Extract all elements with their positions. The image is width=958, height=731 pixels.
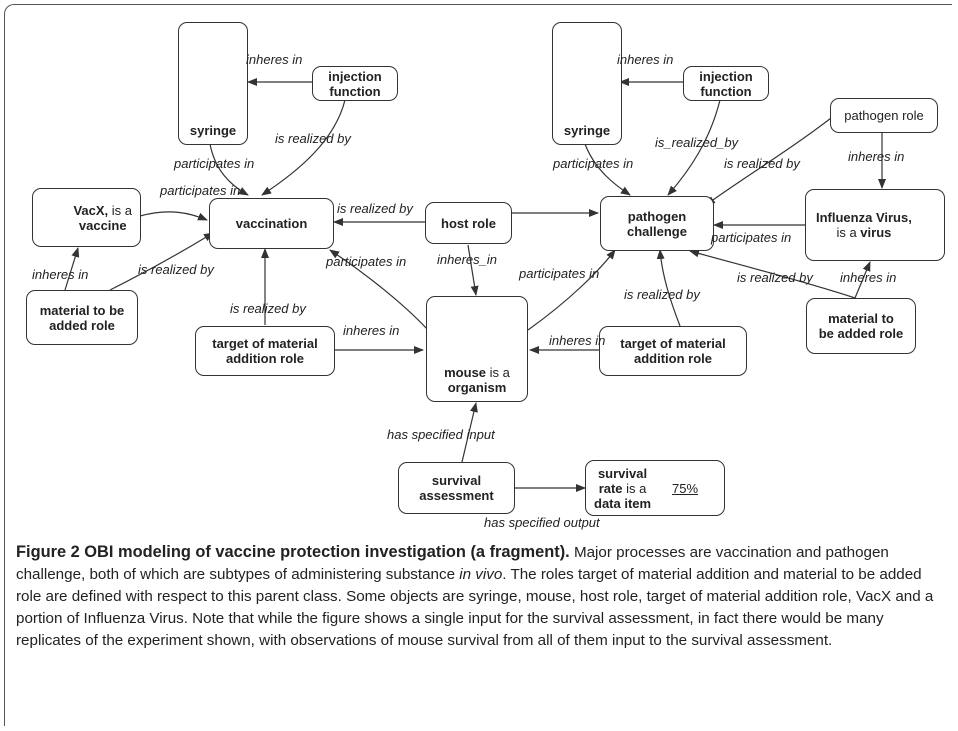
host-role-node: host role — [425, 202, 512, 244]
edge-label-inheres-in: inheres in — [848, 149, 905, 164]
edge-label-participates-in: participates in — [711, 230, 792, 245]
edge-host-to-mouse — [467, 244, 479, 296]
node-line: injection — [699, 68, 753, 84]
edge-label-is-realized-by: is realized by — [337, 201, 413, 216]
edge-label-is-realized-by: is realized by — [275, 131, 351, 146]
caption-italic: in vivo — [459, 566, 503, 583]
edge-syringe-to-vaccination — [209, 143, 249, 196]
edge-material-to-vacx — [64, 247, 80, 291]
mouse-isa: is a — [486, 365, 510, 380]
node-line: added role — [49, 317, 115, 333]
node-line: survival — [597, 465, 648, 481]
edge-label-participates-in: participates in — [326, 254, 407, 269]
node-line: material to be — [39, 302, 125, 318]
vaccination-node: vaccination — [209, 198, 334, 249]
node-line: injection — [328, 68, 382, 84]
target-role-node-right: target of material addition role — [599, 326, 747, 376]
injection-function-node-left: injection function — [312, 66, 398, 101]
node-line: pathogen — [627, 208, 687, 224]
edge-label-is-realized-by: is realized by — [724, 156, 800, 171]
influenza-node: Influenza Virus, is a virus — [805, 189, 945, 261]
node-line: assessment — [419, 488, 494, 503]
edge-label-is-realized-by: is realized by — [624, 287, 700, 302]
node-line: survival — [431, 473, 482, 488]
node-line: material to — [828, 311, 894, 326]
syringe-label: syringe — [189, 123, 237, 138]
edge-label-participates-in: participates in — [174, 156, 255, 171]
node-line: function — [329, 83, 381, 99]
edge-label-is-realized-by: is realized by — [230, 301, 306, 316]
edge-label-inheres-in: inheres in — [32, 267, 89, 282]
vaccination-label: vaccination — [235, 216, 308, 231]
edge-material-to-vaccination — [109, 232, 214, 291]
edge-label-participates-in: participates in — [160, 183, 241, 198]
edge-label-inheres-in: inheres in — [617, 52, 674, 67]
edge-material-right-to-pathogen — [689, 249, 856, 299]
edge-label-is-realized-by: is_realized_by — [655, 135, 739, 150]
edge-survival-to-mouse — [461, 402, 478, 463]
edge-target-right-to-pathogen — [656, 249, 681, 327]
syringe-label: syringe — [563, 123, 611, 138]
target-role-node-left: target of material addition role — [195, 326, 335, 376]
influenza-name: Influenza Virus, — [816, 210, 912, 225]
influenza-type: virus — [860, 225, 892, 240]
pathogen-challenge-node: pathogen challenge — [600, 196, 714, 251]
edge-label-inheres-in: inheres in — [246, 52, 303, 67]
node-line: target of material — [212, 336, 318, 351]
caption-text: Major processes are vaccination and path… — [16, 544, 889, 583]
mouse-node: mouse is a organism — [426, 296, 528, 402]
material-role-node-right: material to be added role — [806, 298, 916, 354]
edge-label-inheres-in: inheres in — [840, 270, 897, 285]
node-line: addition role — [226, 351, 304, 366]
vacx-isa: is a — [108, 202, 132, 218]
edge-label-is-realized-by: is realized by — [737, 270, 813, 285]
node-line: target of material — [620, 336, 726, 351]
material-role-node-left: material to be added role — [26, 290, 138, 345]
node-line: rate — [598, 480, 623, 496]
pathogen-role-node: pathogen role — [830, 98, 938, 133]
mouse-name: mouse — [444, 365, 487, 380]
edge-inj-to-vaccination — [261, 99, 346, 196]
edge-label-participates-in: participates in — [553, 156, 634, 171]
survival-rate-node: survival rate is a data item 75% — [585, 460, 725, 516]
figure-frame — [4, 4, 952, 726]
survival-rate-value: 75% — [672, 481, 699, 496]
mouse-type: organism — [447, 380, 507, 395]
edge-label-inheres-in: inheres in — [549, 333, 606, 348]
node-line: be added role — [818, 326, 904, 341]
edge-mouse-to-pathogen — [527, 249, 616, 331]
figure-caption: Figure 2 OBI modeling of vaccine protect… — [16, 541, 950, 652]
pathogen-role-label: pathogen role — [844, 108, 924, 123]
edge-material-right-to-influenza — [854, 261, 871, 299]
node-line: is a — [622, 480, 647, 496]
edge-label-inheres-in: inheres_in — [437, 252, 497, 267]
edge-label-is-realized-by: is realized by — [138, 262, 214, 277]
edge-vacx-to-vaccination — [139, 211, 208, 221]
vacx-name: VacX, — [73, 202, 109, 218]
edge-mouse-to-vaccination — [329, 249, 429, 331]
edge-label-has-specified-output: has specified output — [484, 515, 600, 530]
edge-inj-to-pathogen — [667, 99, 721, 196]
edge-syringe-to-pathogen — [584, 143, 631, 196]
edge-label-participates-in: participates in — [519, 266, 600, 281]
caption-text: . The roles target of material addition … — [16, 566, 934, 649]
syringe-node-right: syringe — [552, 22, 622, 145]
vacx-node: VacX, is a vaccine — [32, 188, 141, 247]
vacx-type: vaccine — [78, 217, 127, 233]
influenza-isa: is a — [836, 225, 861, 240]
survival-assessment-node: survival assessment — [398, 462, 515, 514]
injection-function-node-right: injection function — [683, 66, 769, 101]
node-line: function — [700, 83, 752, 99]
edge-label-inheres-in: inheres in — [343, 323, 400, 338]
figure-title: Figure 2 OBI modeling of vaccine protect… — [16, 543, 570, 561]
edge-label-has-specified-input: has specified input — [387, 427, 495, 442]
node-line: challenge — [627, 223, 687, 239]
node-line: addition role — [634, 351, 712, 366]
edge-pathogen-role-to-pathogen — [705, 114, 836, 206]
host-role-label: host role — [441, 215, 496, 231]
node-line: data item — [594, 495, 652, 511]
syringe-node-left: syringe — [178, 22, 248, 145]
